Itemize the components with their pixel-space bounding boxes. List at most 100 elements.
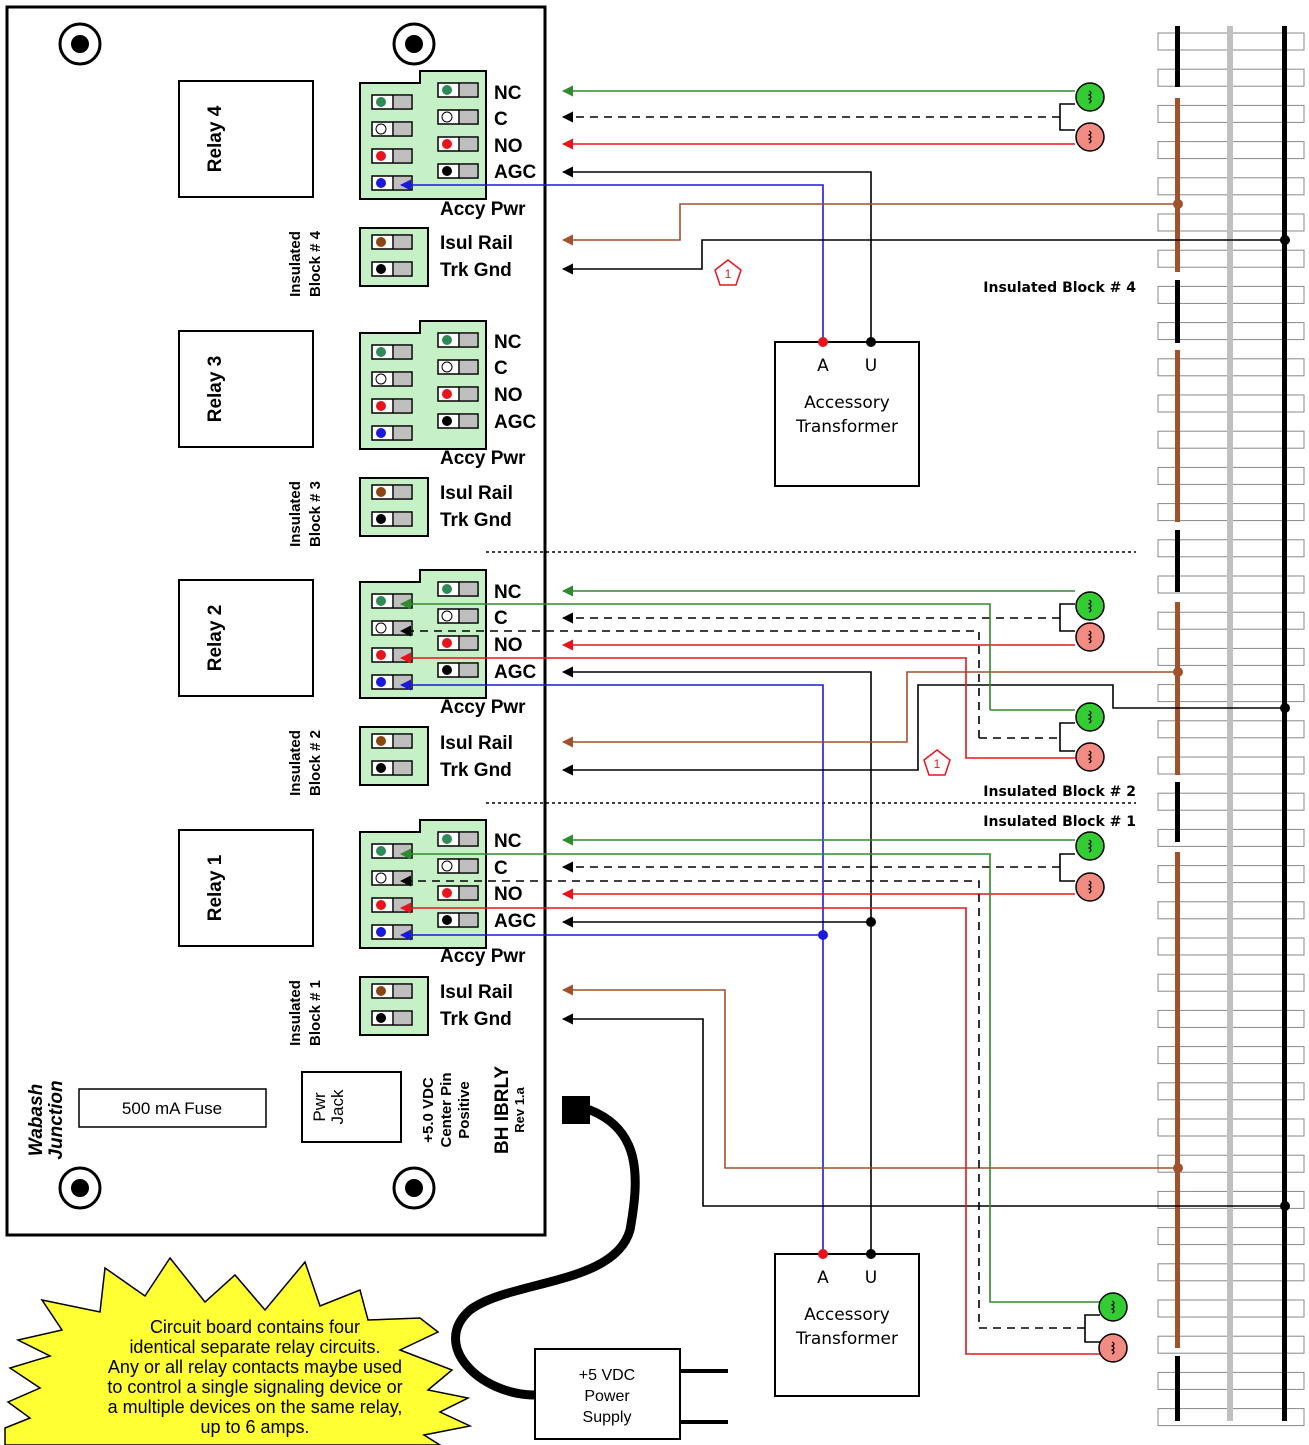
relay-3-c-label: C	[494, 358, 508, 379]
brand-line1: Wabash	[26, 1084, 47, 1157]
wire-r4-accy	[399, 179, 824, 342]
relay-3-trk-gnd-label: Trk Gnd	[440, 510, 512, 531]
board-model: BH IBRLY	[492, 1066, 513, 1154]
ground-rail	[1282, 26, 1287, 1421]
power-supply: +5 VDC Power Supply	[534, 1348, 728, 1440]
callout-starburst: Circuit board contains four identical se…	[4, 1256, 473, 1445]
wire-r2-gnd	[561, 684, 1285, 776]
note-marker-1-text: 1	[725, 267, 732, 281]
block-2-label-line2: Block # 2	[307, 730, 324, 796]
rail-segment	[1175, 280, 1180, 343]
wire-r4-isul	[561, 203, 1178, 246]
block-3-label-line1: Insulated	[287, 481, 304, 547]
signal-lamp	[1075, 622, 1105, 652]
transformer-bottom-terminal-a: A	[817, 1268, 829, 1288]
terminal-labels: NC C NO AGC Accy Pwr Isul Rail Trk Gnd N…	[440, 83, 537, 1030]
relay-2-agc-label: AGC	[494, 662, 537, 683]
signal-lamp	[1075, 742, 1105, 772]
relay-1-agc-label: AGC	[494, 911, 537, 932]
relay-4: Relay 4	[178, 80, 314, 198]
wire-r4-gnd	[561, 239, 1285, 275]
transformer-top-terminal-u: U	[865, 356, 877, 376]
center-rail	[1227, 26, 1233, 1421]
block-4-terminal-block	[359, 227, 429, 287]
relay-2-isul-rail-label: Isul Rail	[440, 733, 513, 754]
transformer-top-line1: Accessory	[804, 393, 890, 413]
wire-r1-signal-common	[1059, 853, 1075, 882]
callout-line6: up to 6 amps.	[200, 1417, 309, 1437]
power-jack[interactable]: Pwr Jack	[301, 1071, 402, 1143]
relay-1-trk-gnd-label: Trk Gnd	[440, 1009, 512, 1030]
signal-lamp	[1098, 1292, 1128, 1322]
block-2-terminal-block	[359, 726, 429, 786]
wire-junctions	[818, 199, 1290, 1259]
wire-r2-board-no	[399, 652, 1075, 759]
signal-lamps	[1075, 82, 1128, 1363]
relay-2-accy-pwr-label: Accy Pwr	[440, 697, 526, 718]
callout-line2: identical separate relay circuits.	[129, 1337, 380, 1357]
callout-line3: Any or all relay contacts maybe used	[108, 1357, 402, 1377]
block-4-label-line1: Insulated	[287, 231, 304, 297]
signal-lamp	[1075, 82, 1105, 112]
power-cord	[451, 1096, 640, 1400]
block-4-label-line2: Block # 4	[307, 230, 324, 297]
signal-lamp	[1075, 872, 1105, 902]
relay-3-label: Relay 3	[205, 356, 226, 423]
block-1-label-line2: Block # 1	[307, 980, 324, 1046]
callout-line5: a multiple devices on the same relay,	[108, 1397, 403, 1417]
relay-4-no-label: NO	[494, 136, 523, 157]
wire-r2-agc	[561, 666, 872, 1254]
relay-4-label: Relay 4	[205, 105, 226, 172]
signal-lamp	[1075, 831, 1105, 861]
wire-r1-board-c	[399, 875, 1085, 1329]
wire-r2-board-nc	[399, 598, 991, 710]
block-1-terminal-block	[359, 976, 429, 1036]
relay-1-terminal-block	[359, 819, 487, 949]
rail-segment	[1175, 530, 1180, 592]
mounting-hole-top-right	[392, 22, 436, 66]
power-spec-line2: Center Pin	[438, 1072, 455, 1147]
jack-label-line1: Pwr	[310, 1092, 329, 1122]
relay-4-trk-gnd-label: Trk Gnd	[440, 260, 512, 281]
relay-1-nc-label: NC	[494, 831, 522, 852]
track-block-1-label: Insulated Block # 1	[983, 814, 1136, 830]
signal-lamp	[1098, 1333, 1128, 1363]
signal-lamp	[1075, 702, 1105, 732]
transformer-top-terminal-a: A	[817, 356, 829, 376]
power-supply-line3: Supply	[583, 1409, 632, 1426]
signal-lamp	[1075, 591, 1105, 621]
rail-segment	[1175, 602, 1180, 775]
insulated-block-rail	[1175, 26, 1180, 1421]
relay-2-terminal-block	[359, 569, 487, 699]
relay-2-nc-label: NC	[494, 582, 522, 603]
note-marker-2: 1	[923, 749, 951, 776]
relay-1-accy-pwr-label: Accy Pwr	[440, 946, 526, 967]
transformer-top-line2: Transformer	[795, 417, 898, 437]
fuse: 500 mA Fuse	[78, 1088, 267, 1128]
relay-1-isul-rail-label: Isul Rail	[440, 982, 513, 1003]
power-spec-line3: Positive	[456, 1081, 473, 1139]
wire-r2-board-c	[399, 625, 980, 738]
relay-3-no-label: NO	[494, 385, 523, 406]
track-block-2-label: Insulated Block # 2	[983, 784, 1136, 800]
accessory-transformer-bottom: A U Accessory Transformer	[774, 1253, 920, 1397]
rail-segment	[1175, 26, 1180, 87]
relay-3-terminal-block	[359, 320, 487, 450]
wire-r2-signal2-common	[1059, 722, 1075, 752]
wire-r2-isul	[561, 671, 1178, 748]
relay-1: Relay 1	[178, 829, 314, 947]
relay-1-no-label: NO	[494, 884, 523, 905]
relay-2-label: Relay 2	[205, 605, 226, 672]
wire-r2-accy	[399, 679, 824, 1254]
transformer-bottom-line1: Accessory	[804, 1305, 890, 1325]
relay-1-c-label: C	[494, 858, 508, 879]
brand-line2: Junction	[46, 1080, 67, 1159]
rail-segment	[1175, 98, 1180, 272]
wire-r2-signal-common	[1059, 603, 1075, 632]
signal-lamp	[1075, 122, 1105, 152]
rail-segment	[1175, 852, 1180, 1348]
block-2-label-line1: Insulated	[287, 730, 304, 796]
relay-2-no-label: NO	[494, 635, 523, 656]
relay-4-c-label: C	[494, 109, 508, 130]
accessory-transformer-top: A U Accessory Transformer	[774, 341, 920, 487]
